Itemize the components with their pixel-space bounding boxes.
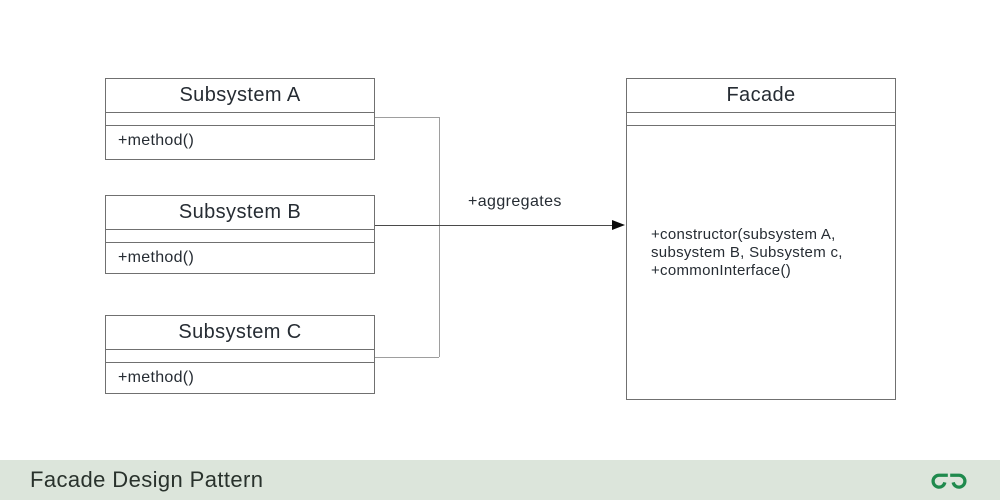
method-label: +method() bbox=[118, 132, 195, 149]
connector-subsystem-c bbox=[375, 357, 439, 358]
facade-body-line: +commonInterface() bbox=[651, 262, 792, 279]
class-title: Facade bbox=[627, 79, 895, 113]
facade-body-line: subsystem B, Subsystem c, bbox=[651, 244, 843, 261]
footer-bar: Facade Design Pattern bbox=[0, 460, 1000, 500]
class-title: Subsystem B bbox=[106, 196, 374, 230]
aggregates-arrow-line bbox=[375, 225, 615, 226]
attributes-compartment bbox=[106, 350, 374, 363]
uml-class-facade: Facade +constructor(subsystem A, subsyst… bbox=[626, 78, 896, 400]
uml-class-subsystem-a: Subsystem A +method() bbox=[105, 78, 375, 160]
arrowhead-icon bbox=[612, 220, 625, 230]
class-title: Subsystem A bbox=[106, 79, 374, 113]
attributes-compartment bbox=[106, 230, 374, 243]
connector-vertical-trunk bbox=[439, 117, 440, 357]
uml-class-subsystem-b: Subsystem B +method() bbox=[105, 195, 375, 274]
facade-body-line: +constructor(subsystem A, bbox=[651, 226, 836, 243]
attributes-compartment bbox=[106, 113, 374, 126]
method-label: +method() bbox=[118, 249, 195, 266]
connector-subsystem-a bbox=[375, 117, 439, 118]
aggregates-label: +aggregates bbox=[468, 193, 562, 210]
uml-class-subsystem-c: Subsystem C +method() bbox=[105, 315, 375, 394]
geeksforgeeks-logo-icon bbox=[931, 473, 967, 489]
facade-methods: +constructor(subsystem A, subsystem B, S… bbox=[627, 126, 895, 280]
attributes-compartment bbox=[627, 113, 895, 126]
diagram-caption: Facade Design Pattern bbox=[30, 467, 264, 492]
method-label: +method() bbox=[118, 369, 195, 386]
class-title: Subsystem C bbox=[106, 316, 374, 350]
